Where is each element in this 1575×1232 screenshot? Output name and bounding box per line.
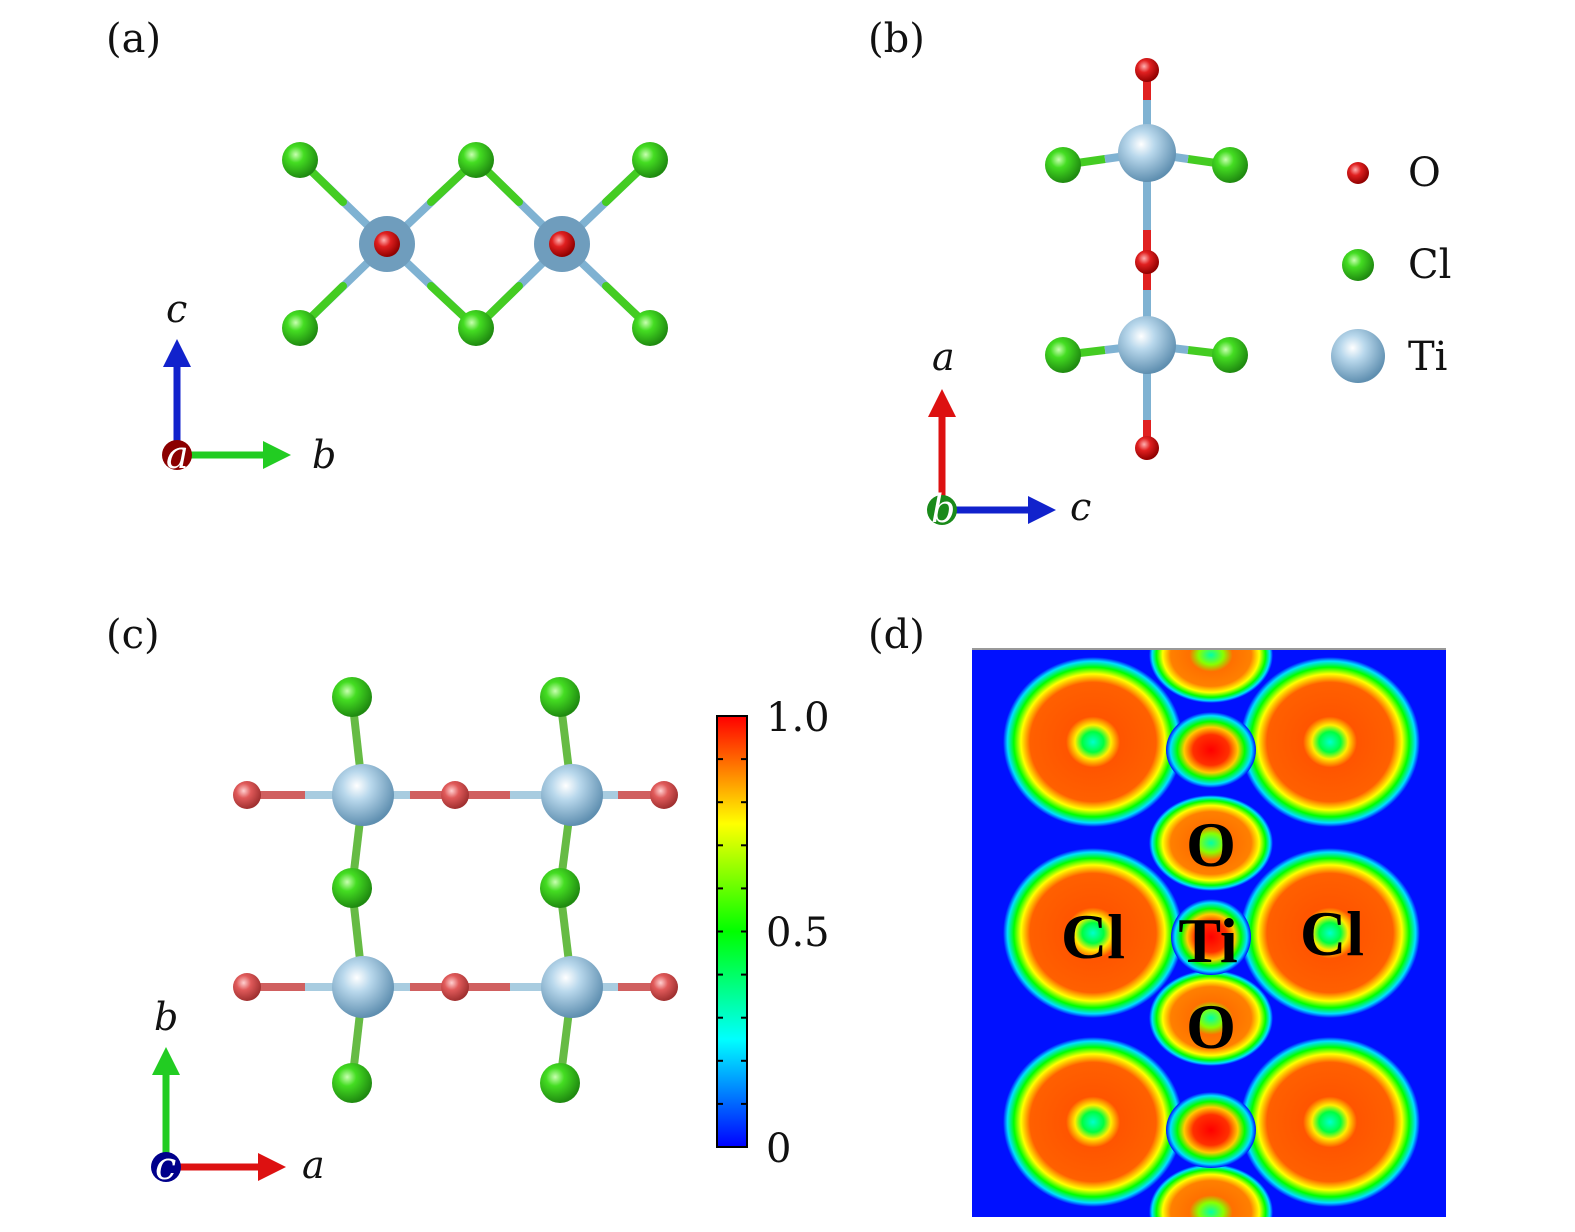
axis-label-c: c bbox=[1070, 485, 1091, 529]
axis-label-b: b bbox=[154, 995, 178, 1039]
colorbar: 1.0 0.5 0 bbox=[716, 695, 830, 1172]
elf-label-ti: Ti bbox=[1178, 905, 1237, 976]
panel-b-structure bbox=[1045, 58, 1248, 460]
legend-o-label: O bbox=[1408, 150, 1441, 196]
axes-b: b a c bbox=[927, 335, 1091, 531]
axis-label-a: a bbox=[302, 1143, 325, 1187]
axis-origin-a: a bbox=[166, 433, 189, 477]
legend-cl-label: Cl bbox=[1408, 242, 1451, 288]
axis-label-c: c bbox=[166, 287, 187, 331]
panel-label-a: (a) bbox=[106, 16, 161, 62]
elf-map: O Cl Ti Cl O bbox=[972, 648, 1446, 1217]
axes-c: c b a bbox=[151, 995, 325, 1188]
colorbar-tick-mid: 0.5 bbox=[766, 910, 830, 956]
legend-ti-label: Ti bbox=[1408, 334, 1447, 380]
panel-label-d: (d) bbox=[868, 612, 925, 658]
elf-label-o-bottom: O bbox=[1186, 991, 1236, 1062]
colorbar-tick-min: 0 bbox=[766, 1126, 791, 1172]
axis-origin-c: c bbox=[155, 1144, 176, 1188]
panel-c-structure bbox=[233, 677, 678, 1103]
legend-cl-marker bbox=[1342, 249, 1374, 281]
elf-label-cl-left: Cl bbox=[1061, 901, 1125, 972]
colorbar-tick-max: 1.0 bbox=[766, 695, 830, 741]
axis-label-b: b bbox=[312, 433, 336, 477]
legend-o-marker bbox=[1347, 162, 1369, 184]
elf-label-cl-right: Cl bbox=[1300, 898, 1364, 969]
panel-label-c: (c) bbox=[106, 612, 160, 658]
elf-label-o-top: O bbox=[1186, 809, 1236, 880]
legend: O Cl Ti bbox=[1331, 150, 1451, 383]
axis-label-a: a bbox=[932, 335, 955, 379]
axis-origin-b: b bbox=[931, 487, 955, 531]
panel-label-b: (b) bbox=[868, 16, 925, 62]
legend-ti-marker bbox=[1331, 329, 1385, 383]
panel-a-structure bbox=[282, 142, 668, 346]
axes-a: a c b bbox=[162, 287, 336, 477]
